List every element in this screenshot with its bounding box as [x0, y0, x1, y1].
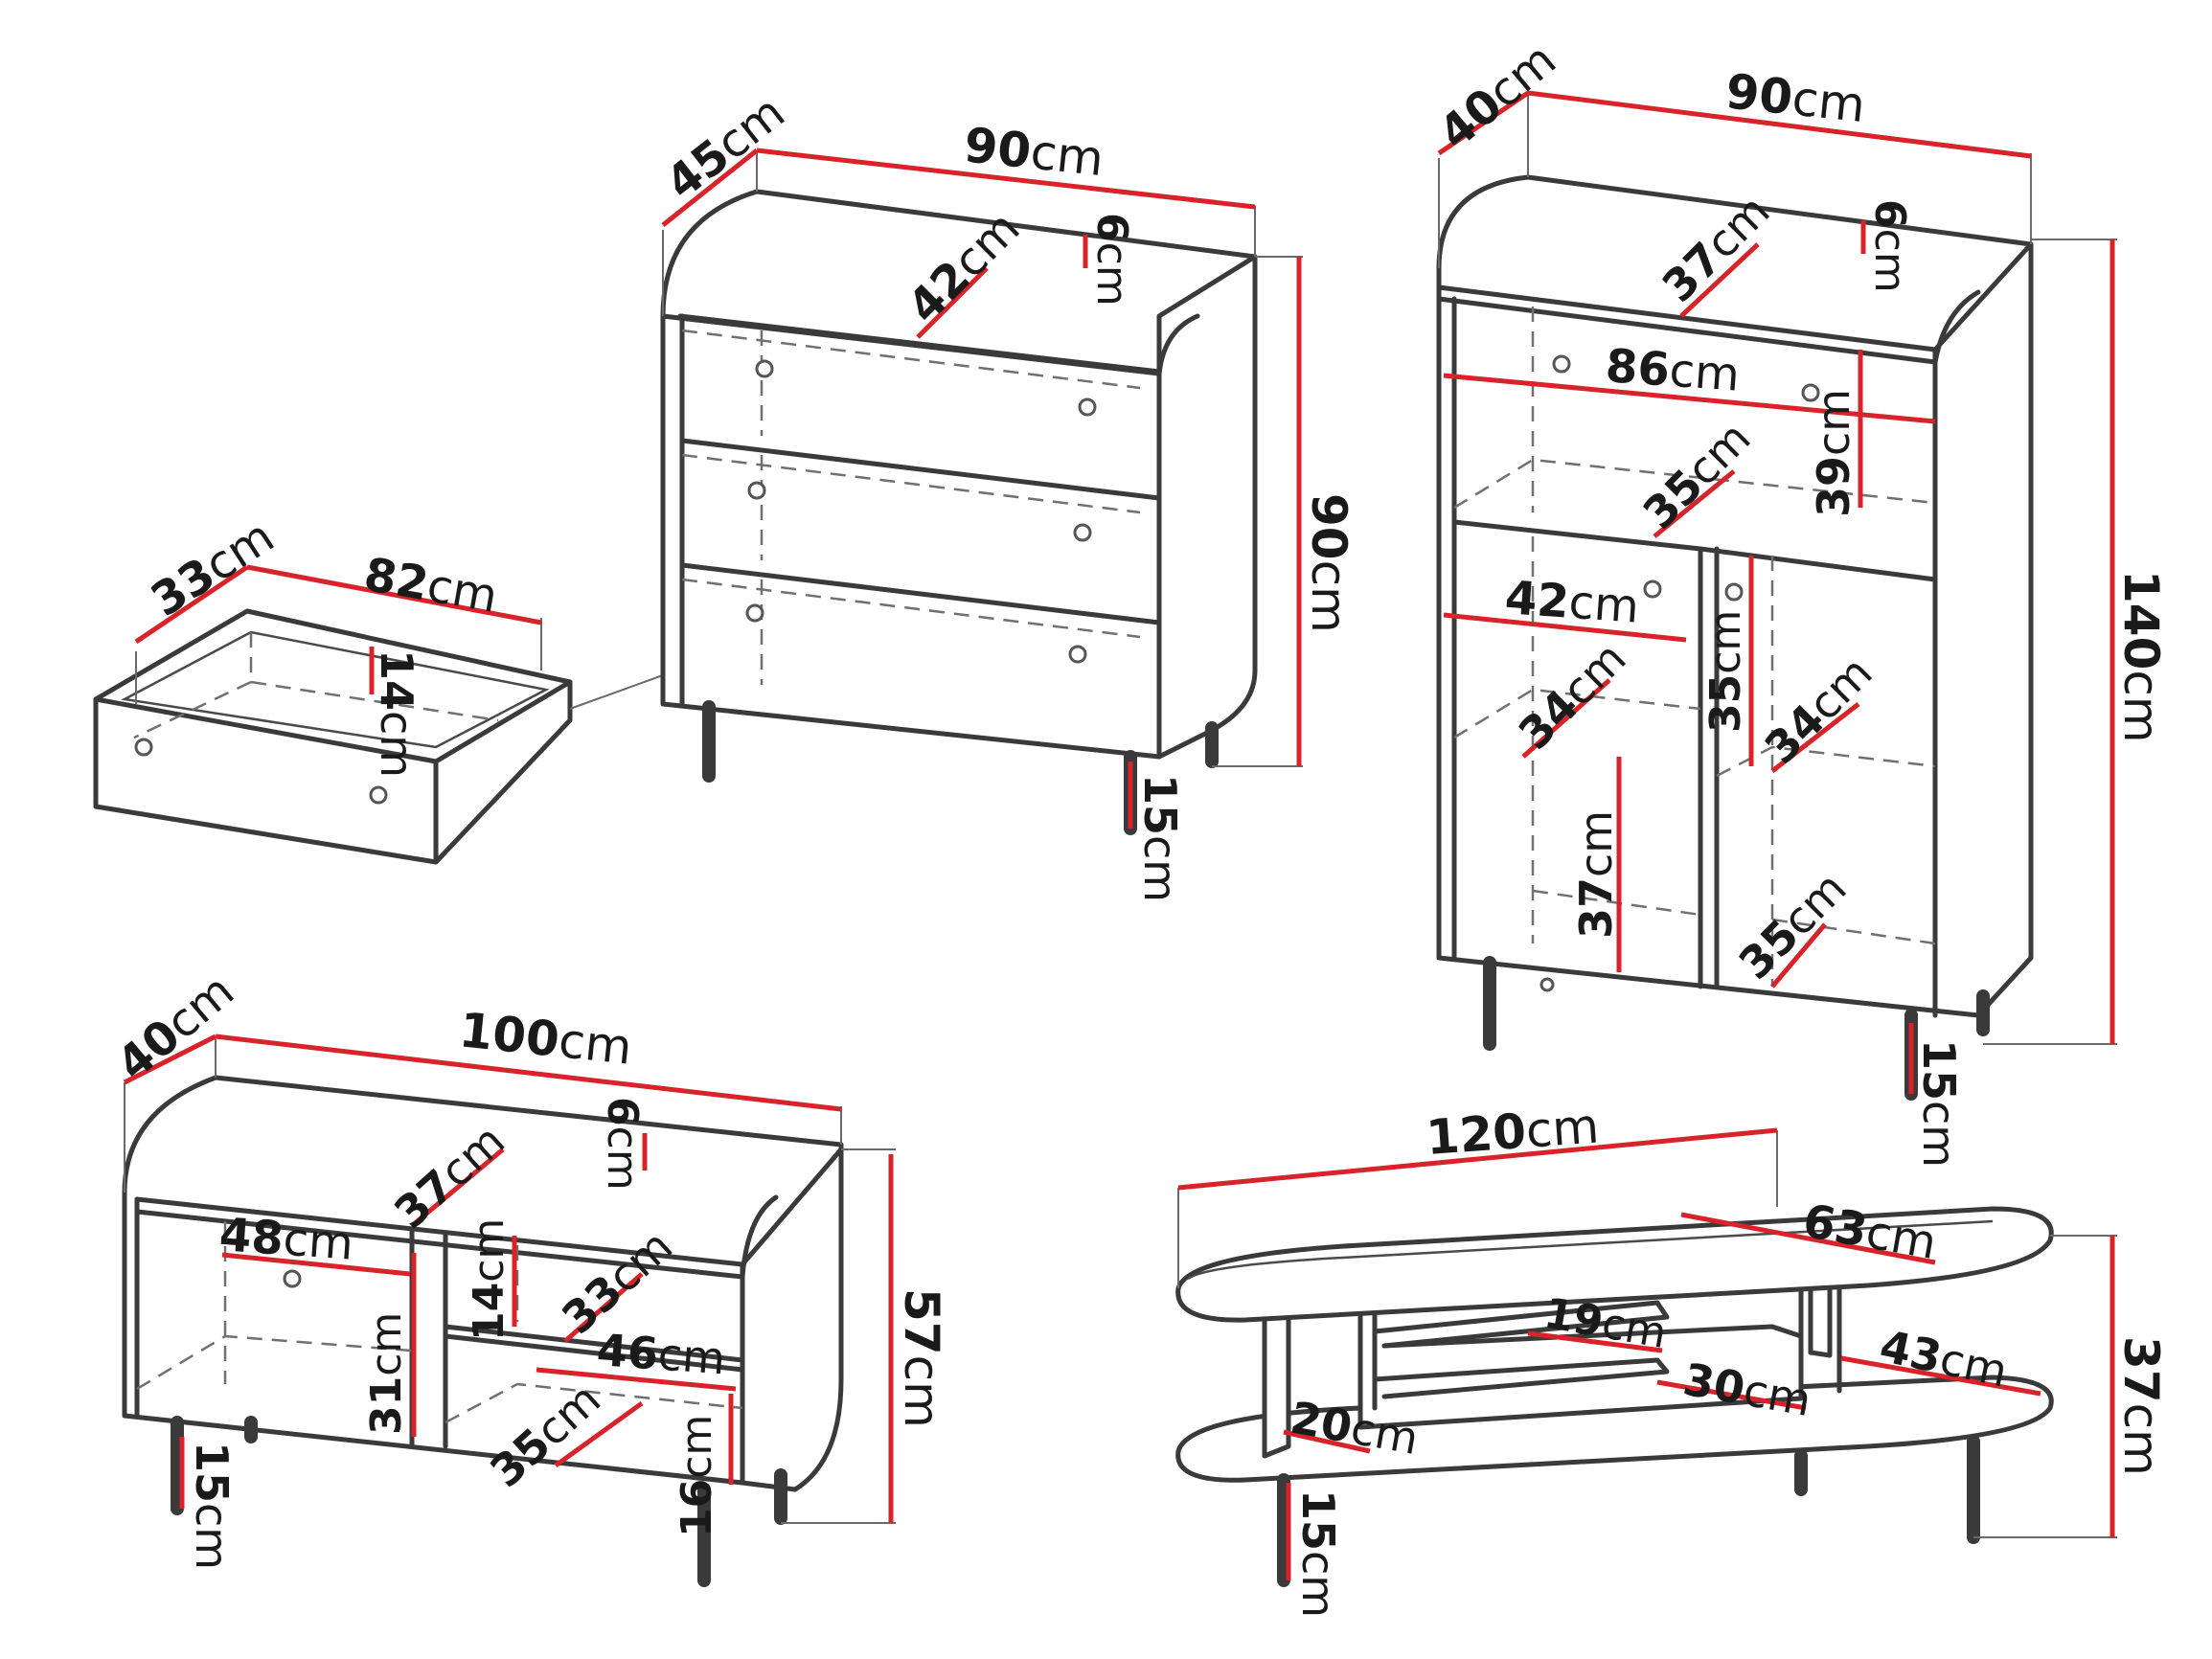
- tv-depth-label: 40cm: [107, 964, 244, 1091]
- chest-top-gap-label: 6cm: [1087, 213, 1136, 307]
- table-leg-label: 15cm: [1292, 1489, 1344, 1618]
- cabinet-dimension-lines: [1437, 90, 2117, 1094]
- drawer-width-label: 82cm: [360, 548, 502, 624]
- chest-drawing: [660, 189, 1258, 835]
- tv-left-height-label: 31cm: [362, 1312, 411, 1435]
- table-low-depth-label: 20cm: [1287, 1392, 1422, 1465]
- table-shelf-width-label: 19cm: [1540, 1289, 1670, 1359]
- tv-top-depth-label: 37cm: [384, 1114, 514, 1239]
- cabinet-low-height-label: 37cm: [1570, 810, 1622, 939]
- cabinet-top-gap-label: 6cm: [1865, 199, 1914, 293]
- tv-left-width-label: 48cm: [217, 1208, 355, 1271]
- drawer-height-label: 14cm: [371, 649, 422, 778]
- tv-right-width-label: 46cm: [595, 1324, 727, 1384]
- tv-stand-drawing: [122, 1075, 844, 1587]
- chest-leg-label: 15cm: [1134, 774, 1186, 902]
- cabinet-shelf-height-label: 39cm: [1808, 389, 1859, 517]
- table-height-label: 37cm: [2113, 1336, 2169, 1476]
- tv-leg-label: 15cm: [186, 1442, 238, 1570]
- tv-right-height-label: 16cm: [673, 1415, 721, 1537]
- drawer-drawing: [93, 608, 743, 865]
- cabinet-inner-width-label: 86cm: [1604, 339, 1742, 402]
- drawer-dimension-lines: [134, 564, 542, 704]
- tv-stand-dimension-lines: [123, 1034, 896, 1524]
- tv-height-label: 57cm: [894, 1288, 949, 1428]
- cabinet-width-label: 90cm: [1723, 63, 1868, 133]
- table-top-depth-label: 63cm: [1799, 1194, 1941, 1270]
- cabinet-leg-label: 15cm: [1913, 1039, 1965, 1168]
- chest-width-label: 90cm: [962, 117, 1106, 187]
- cabinet-mid-height-label: 35cm: [1701, 610, 1750, 733]
- cabinet-height-label: 140cm: [2113, 570, 2169, 743]
- chest-dimension-lines: [661, 148, 1303, 829]
- table-width-label: 120cm: [1425, 1099, 1601, 1166]
- tv-mid-height-label: 14cm: [465, 1218, 513, 1341]
- cabinet-left-width-label: 42cm: [1503, 571, 1641, 634]
- tv-width-label: 100cm: [457, 1002, 635, 1076]
- chest-height-label: 90cm: [1301, 493, 1357, 633]
- table-shelf-depth-label: 30cm: [1679, 1353, 1814, 1426]
- coffee-table-drawing: [1175, 1206, 2054, 1587]
- coffee-table-dimension-lines: [1177, 1127, 2117, 1580]
- tv-top-gap-label: 6cm: [598, 1097, 647, 1191]
